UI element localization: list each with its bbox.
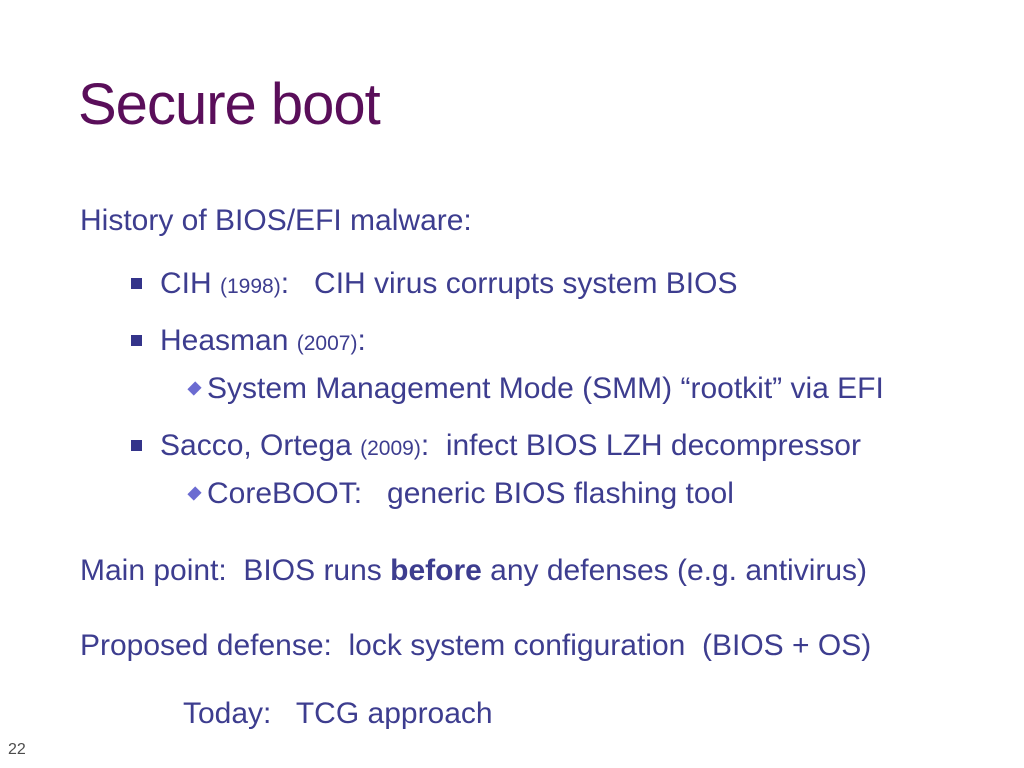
today-line: Today: TCG approach [183, 697, 493, 730]
history-heading: History of BIOS/EFI malware: [80, 204, 472, 237]
square-bullet-icon [131, 440, 142, 451]
bullet-text: : infect BIOS LZH decompressor [420, 429, 861, 462]
bullet-year: (1998) [220, 275, 281, 298]
bullet-item-cih: CIH (1998): CIH virus corrupts system BI… [160, 269, 737, 299]
sub-bullet-item-smm: System Management Mode (SMM) “rootkit” v… [207, 372, 884, 405]
sub-bullet-item-coreboot: CoreBOOT: generic BIOS flashing tool [207, 477, 734, 510]
bullet-text: Sacco, Ortega [160, 429, 361, 462]
page-number: 22 [8, 741, 26, 758]
bullet-item-sacco: Sacco, Ortega (2009): infect BIOS LZH de… [160, 431, 861, 461]
slide-title: Secure boot [78, 72, 381, 137]
proposed-defense-line: Proposed defense: lock system configurat… [80, 629, 872, 662]
bullet-year: (2009) [360, 437, 421, 460]
main-point-line: Main point: BIOS runs before any defense… [80, 556, 867, 586]
bullet-text: : [357, 324, 366, 357]
square-bullet-icon [131, 335, 142, 346]
main-point-bold: before [390, 554, 482, 587]
bullet-item-heasman: Heasman (2007): [160, 326, 366, 356]
bullet-text: Heasman [160, 324, 297, 357]
main-point-text: any defenses (e.g. antivirus) [481, 554, 868, 587]
square-bullet-icon [131, 278, 142, 289]
bullet-year: (2007) [296, 332, 358, 355]
diamond-bullet-icon [187, 486, 202, 501]
bullet-text: CIH [160, 267, 220, 300]
main-point-text: Main point: BIOS runs [80, 554, 391, 587]
diamond-bullet-icon [187, 381, 202, 396]
bullet-text: : CIH virus corrupts system BIOS [280, 267, 738, 300]
